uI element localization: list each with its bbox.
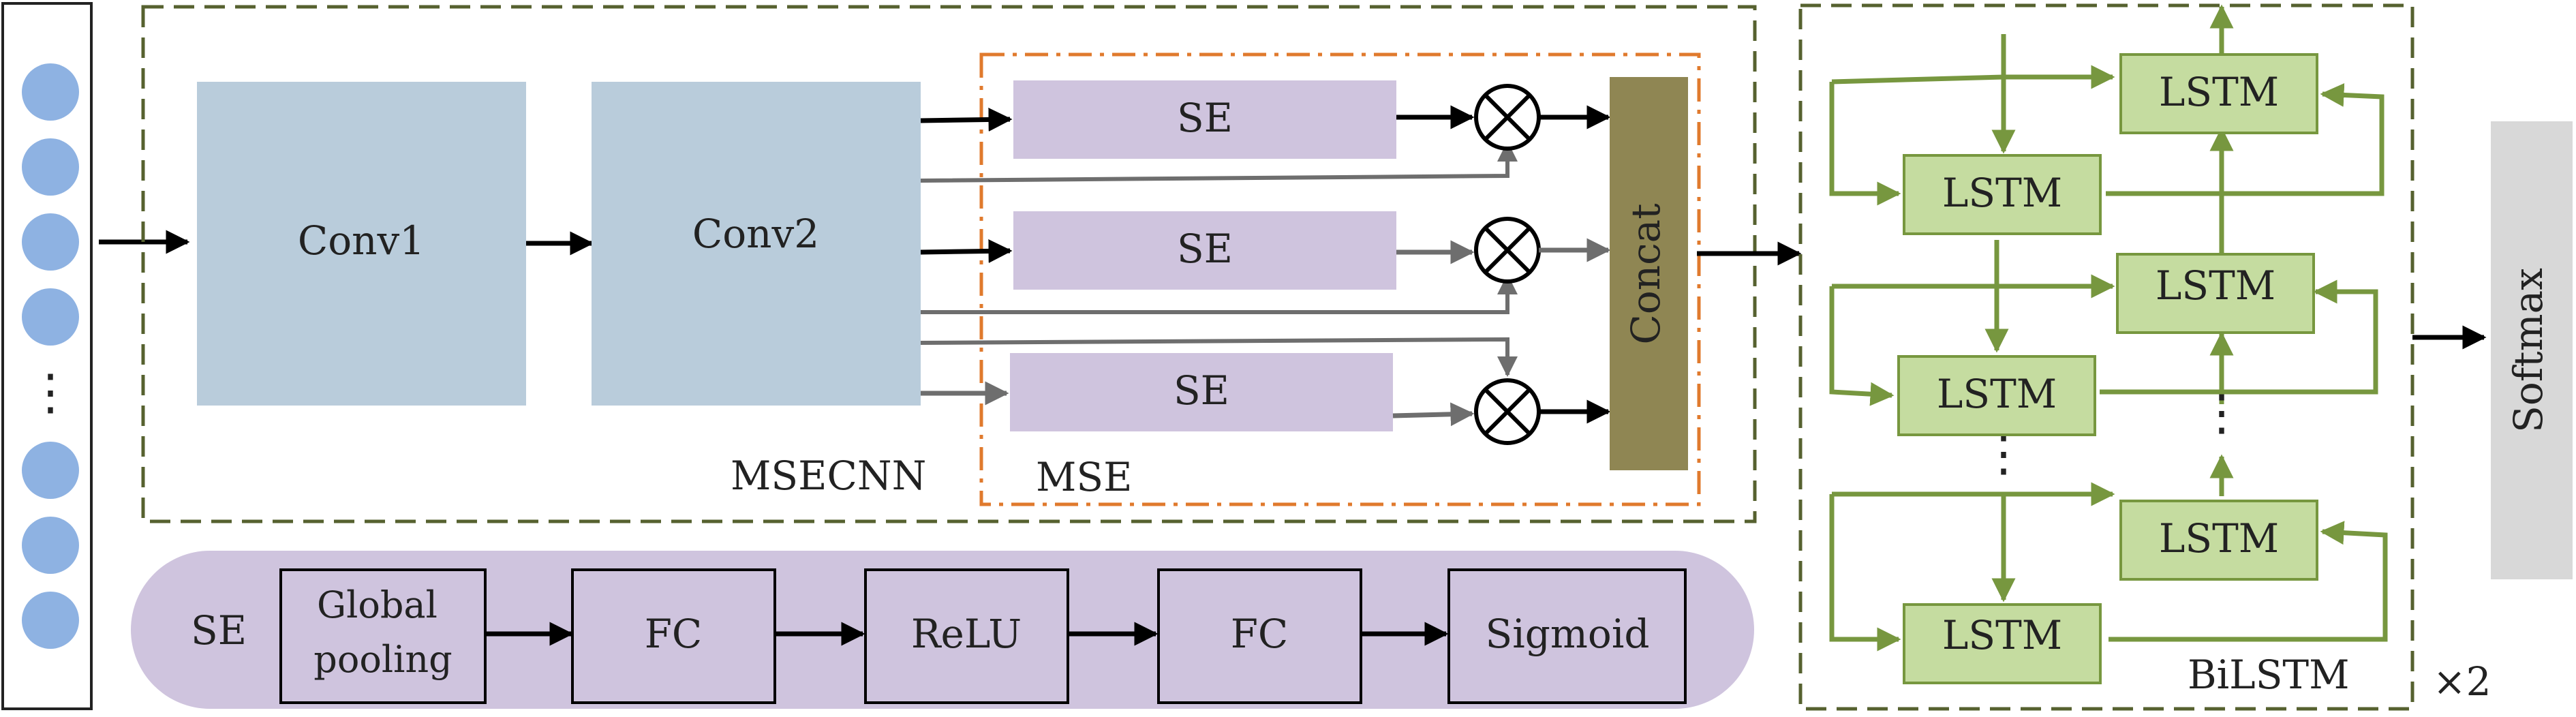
arrow-conv2-to-se2 [920, 239, 1013, 263]
multiply-icon [1474, 378, 1541, 445]
concat-block [1610, 77, 1688, 470]
sigmoid-label: Sigmoid [1485, 611, 1649, 657]
se-block-1-label: SE [1177, 95, 1233, 141]
se-block-3-label: SE [1174, 367, 1229, 414]
relu-label: ReLU [911, 611, 1022, 657]
svg-text:LSTM: LSTM [2159, 69, 2279, 115]
input-frame [1, 2, 93, 710]
multiply-icon [1474, 84, 1541, 151]
svg-text:LSTM: LSTM [2159, 515, 2279, 562]
input-node [22, 63, 79, 121]
input-node [22, 442, 79, 499]
msecnn-box [141, 5, 1757, 523]
multiply-icon [1474, 217, 1541, 284]
svg-text:LSTM: LSTM [1942, 170, 2062, 216]
conv2-label: Conv2 [692, 211, 819, 257]
conv1-label: Conv1 [298, 217, 425, 264]
mse-box [979, 52, 1701, 506]
bilstm-box [1798, 3, 2414, 711]
conv1-block [197, 82, 526, 406]
input-node [22, 592, 79, 649]
relu-box [864, 568, 1069, 704]
arrow-conv2-to-se1 [920, 107, 1013, 132]
svg-text:LSTM: LSTM [2156, 262, 2275, 309]
se-detail-label: SE [191, 607, 247, 654]
se-block-3 [1010, 353, 1393, 431]
lstm-cell: LSTM [2116, 253, 2315, 334]
skip-connection-1 [920, 141, 1518, 183]
softmax-block [2491, 121, 2573, 579]
input-node [22, 213, 79, 271]
global-pooling-label: Global pooling [313, 583, 452, 681]
lstm-cell: LSTM [1903, 603, 2102, 684]
skip-connection-3 [920, 337, 1518, 377]
lstm-cell: LSTM [1903, 154, 2102, 235]
input-node [22, 288, 79, 346]
fc1-label: FC [645, 611, 703, 657]
concat-label: Concat [1623, 203, 1669, 344]
softmax-label: Softmax [2505, 268, 2551, 433]
bilstm-repeat-label: ×2 [2433, 658, 2491, 705]
msecnn-label: MSECNN [731, 453, 926, 499]
fc1-box [571, 568, 776, 704]
svg-text:LSTM: LSTM [1937, 371, 2057, 417]
sigmoid-box [1447, 568, 1687, 704]
input-column: ⋮ [1, 2, 93, 710]
lstm-cell: LSTM [2119, 53, 2318, 134]
input-ellipsis: ⋮ [26, 363, 75, 421]
bilstm-connections [1829, 4, 2388, 652]
se-block-1 [1013, 80, 1396, 159]
se-block-2-label: SE [1177, 226, 1233, 272]
bilstm-ellipsis-right: ⋮ [2197, 384, 2246, 441]
lstm-cell: LSTM [1897, 355, 2096, 436]
svg-text:LSTM: LSTM [1942, 612, 2062, 658]
arrow-se3-to-mult3 [1392, 402, 1475, 427]
bilstm-label: BiLSTM [2188, 652, 2350, 698]
input-node [22, 517, 79, 574]
lstm-cell: LSTM [2119, 500, 2318, 581]
skip-connection-2 [921, 274, 1518, 314]
fc2-label: FC [1231, 611, 1289, 657]
mse-label: MSE [1036, 454, 1132, 500]
se-block-2 [1013, 211, 1396, 290]
input-node [22, 138, 79, 196]
conv2-block [592, 82, 921, 406]
fc2-box [1157, 568, 1362, 704]
